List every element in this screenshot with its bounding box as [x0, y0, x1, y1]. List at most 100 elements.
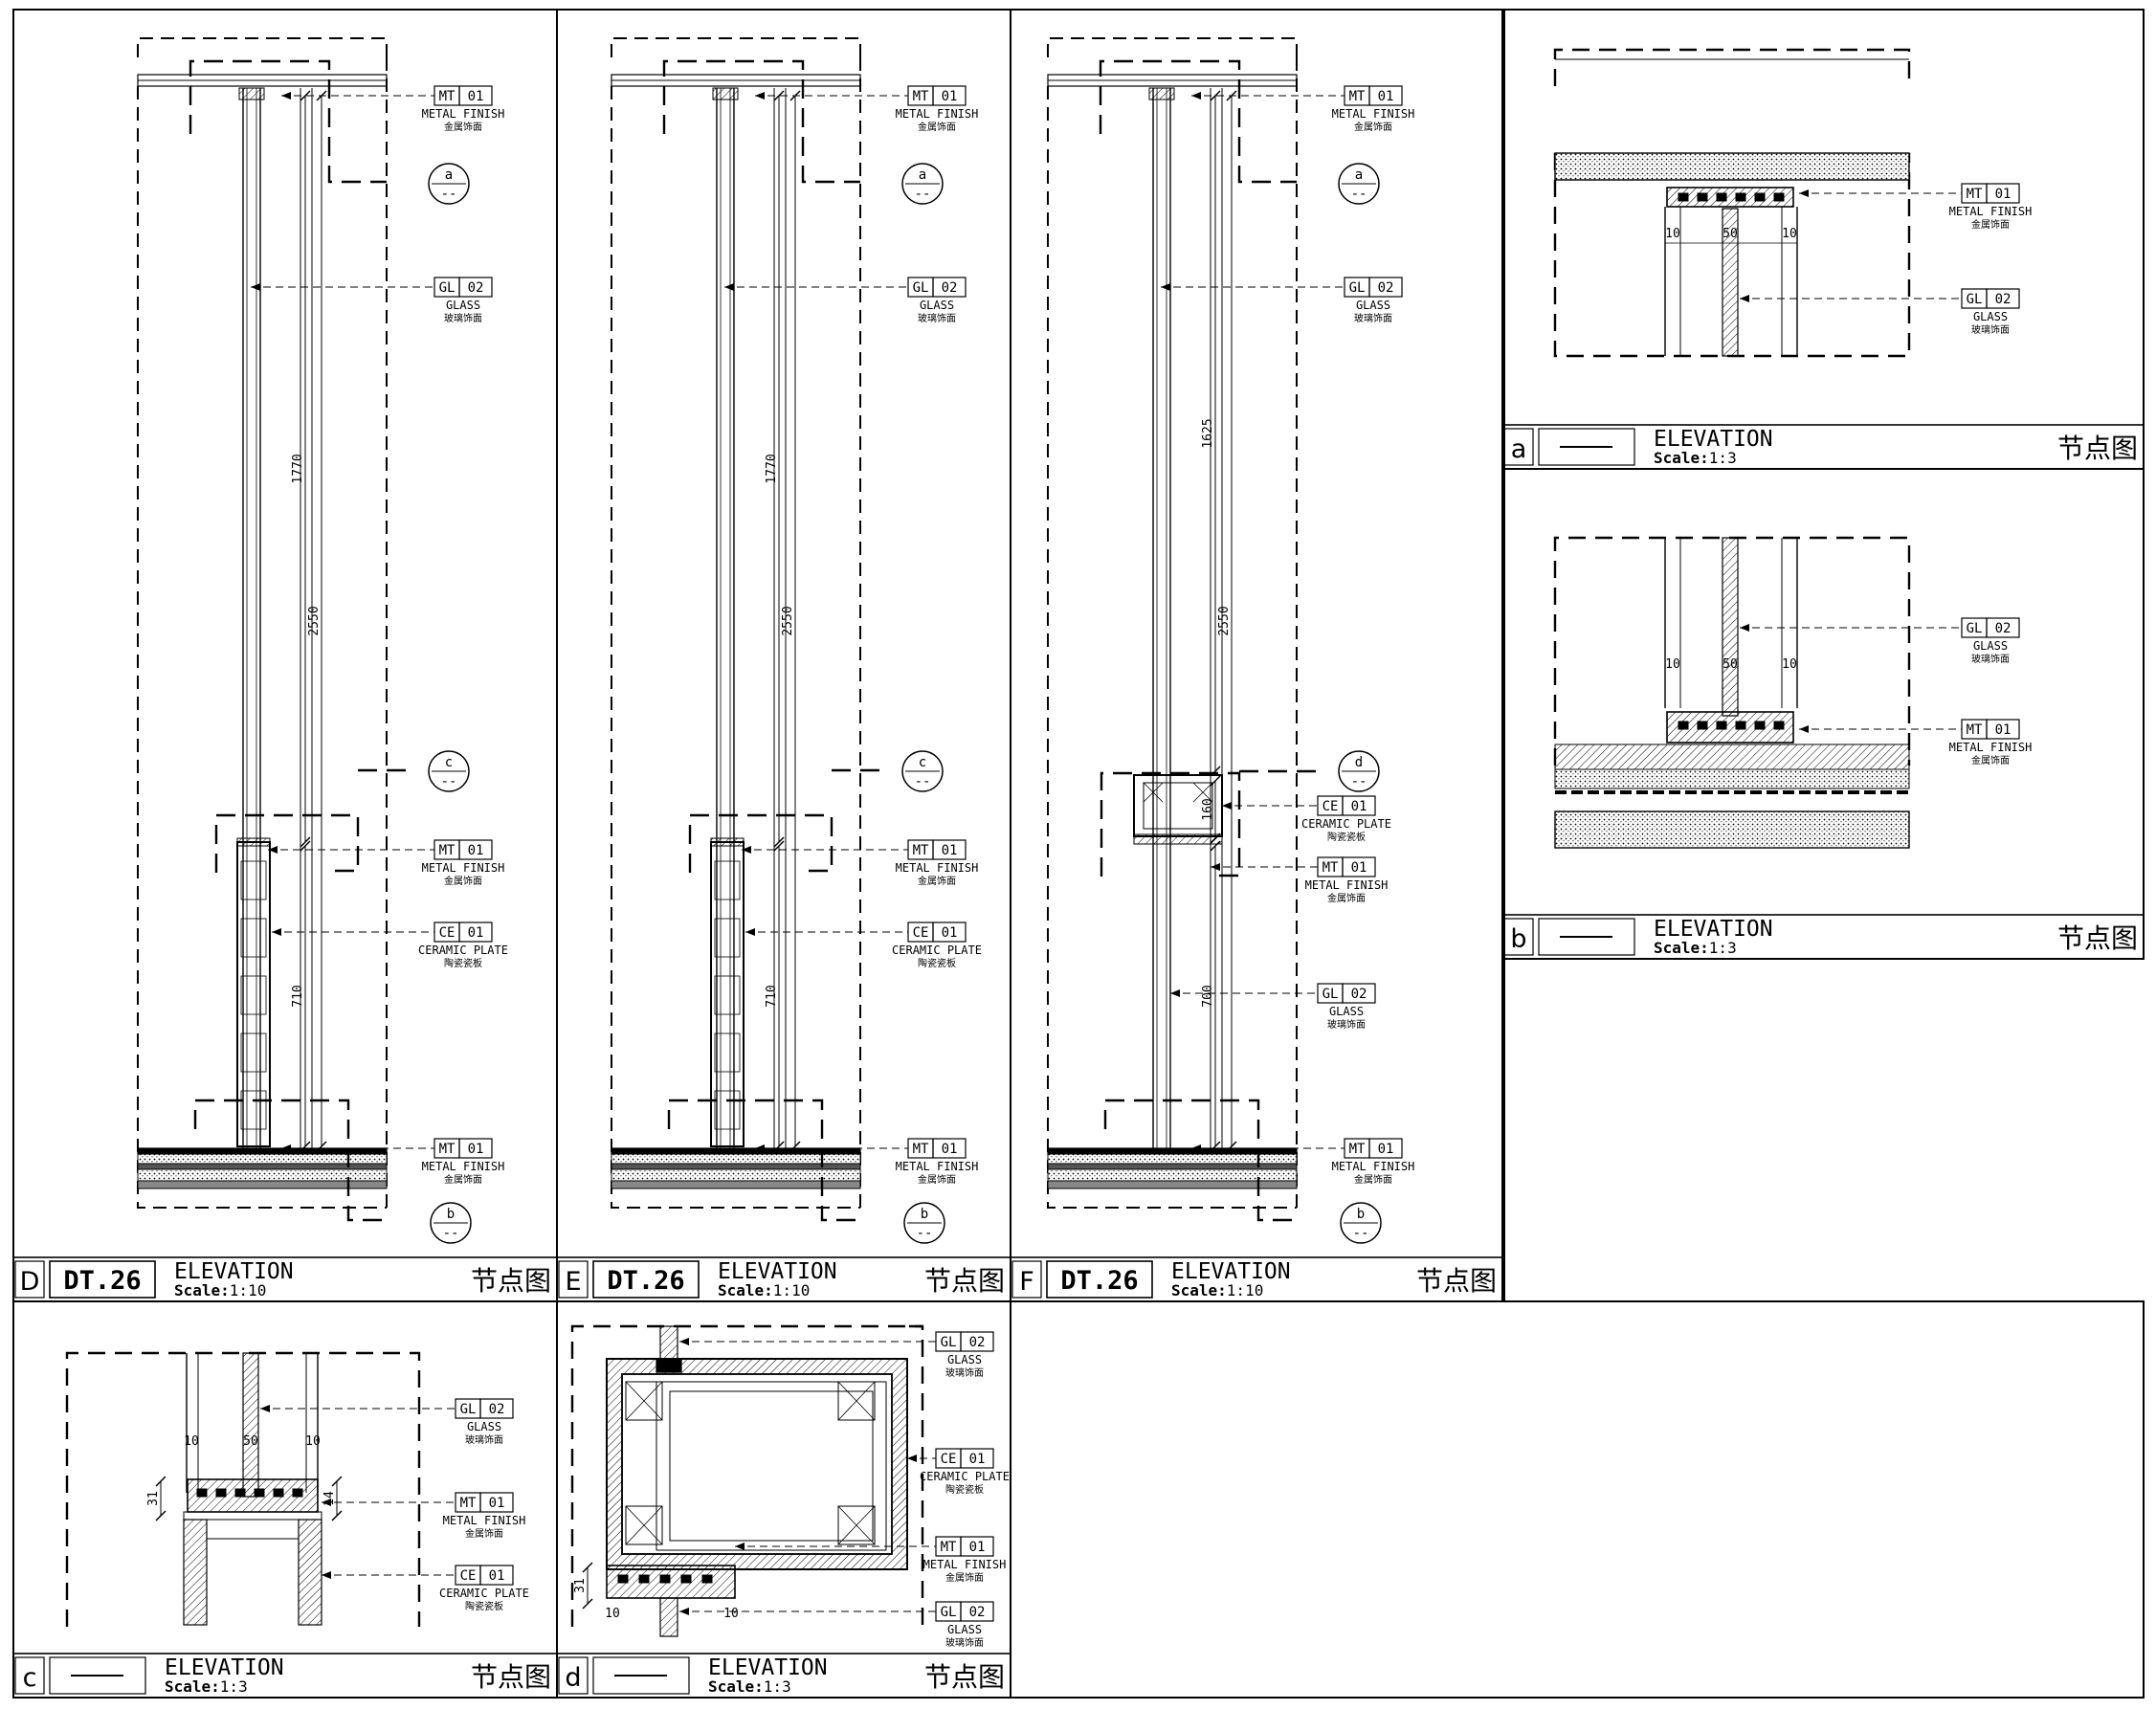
ceramic-cell: [714, 1033, 741, 1073]
title-block-id: F: [1019, 1267, 1034, 1297]
dim-side: 10: [305, 1434, 321, 1449]
bubble-letter: a: [919, 167, 926, 183]
tag-code: CE: [941, 1452, 957, 1467]
corner-cross: [625, 1505, 663, 1545]
title-block-dt: DT.26: [63, 1266, 141, 1296]
title-block-id-box: [14, 1260, 45, 1299]
dim-core: 50: [1723, 657, 1738, 672]
glass-top-clip: [656, 1358, 682, 1373]
ceramic-box-inner-line: [621, 1373, 893, 1555]
leader-arrow: [322, 1499, 331, 1506]
tag-number: 01: [468, 89, 484, 104]
tag-code: MT: [439, 843, 456, 858]
scale-label: Scale:: [1654, 939, 1709, 957]
tag-code: GL: [1967, 621, 1983, 636]
dimension-tick: [1210, 766, 1221, 777]
title-block-scale: Scale:1:3: [708, 1677, 791, 1696]
dimension-tick: [300, 840, 311, 852]
channel-bolt: [1678, 721, 1689, 730]
leader-arrow: [272, 928, 281, 936]
channel-bolt: [680, 1574, 692, 1584]
title-block-id: E: [565, 1267, 581, 1297]
dimension-text: 710: [291, 985, 305, 1007]
tag-name: METAL FINISH: [1949, 205, 2033, 218]
dim-side: 10: [605, 1607, 620, 1621]
title-block-id: d: [565, 1663, 581, 1693]
bubble-sheet: --: [917, 1226, 933, 1241]
panel-E-frame: [556, 9, 1011, 1302]
section-bubble-a: a--: [1338, 163, 1380, 205]
title-block-dt-box: [592, 1260, 700, 1299]
title-block-border: [1010, 1256, 1503, 1302]
tag-number-box: [458, 1138, 493, 1159]
corner-block: [625, 1505, 663, 1545]
bubble-sheet: --: [1351, 774, 1367, 789]
ceramic-panel-inner: [669, 1390, 874, 1542]
title-block-scale: Scale:1:10: [1171, 1281, 1263, 1299]
title-block-cn-label: 节点图: [471, 1265, 551, 1297]
title-block-title: ELEVATION: [1171, 1259, 1291, 1284]
detail-cut-b: [1103, 1099, 1299, 1222]
panel-F-frame: [1010, 9, 1503, 1302]
leader-arrow: [735, 1543, 745, 1550]
tag-number-box: [479, 1398, 514, 1419]
tag-code: MT: [439, 1142, 456, 1157]
dimension-tick: [1210, 775, 1221, 787]
title-block-title: ELEVATION: [708, 1655, 828, 1680]
ceramic-cell: [240, 918, 267, 958]
elevation-boundary: [137, 86, 387, 1209]
leader-arrow: [1161, 283, 1170, 291]
tag-number-box: [458, 922, 493, 943]
tag-name: METAL FINISH: [1332, 107, 1415, 121]
leader-arrow: [260, 1405, 270, 1412]
leader-arrow: [724, 283, 734, 291]
title-block-blank-box: [592, 1656, 690, 1695]
title-block-scale: Scale:1:3: [1654, 449, 1737, 467]
bubble-sheet: --: [1353, 1226, 1369, 1241]
dimension-text: 31: [573, 1578, 588, 1593]
dimension-tick: [773, 90, 785, 101]
tag-name: CERAMIC PLATE: [920, 1470, 1010, 1483]
top-cap: [712, 87, 739, 100]
ceramic-cross: [1143, 782, 1164, 803]
title-block-border: [1501, 914, 2145, 960]
tag-number-box: [1368, 85, 1403, 106]
scale-label: Scale:: [174, 1281, 230, 1299]
tag-name: CERAMIC PLATE: [418, 944, 508, 957]
leader-arrow: [281, 1144, 291, 1152]
dimension-tick: [1210, 90, 1221, 101]
bubble-letter: d: [1355, 755, 1363, 770]
channel-bolt: [196, 1488, 208, 1498]
top-cap: [1148, 87, 1175, 100]
bubble-letter: a: [445, 167, 453, 183]
tag-name: METAL FINISH: [443, 1514, 526, 1527]
dim-core: 50: [1723, 227, 1738, 241]
tag-code: MT: [1349, 1142, 1366, 1157]
dimension: 1770: [291, 90, 311, 848]
dimension-tick: [773, 840, 785, 852]
tag-code: GL: [1349, 280, 1366, 296]
detail-cut-c: [214, 813, 360, 873]
leader-arrow: [755, 1144, 765, 1152]
dimension: 2550: [781, 90, 801, 1152]
tag-cn-name: 金属饰面: [444, 875, 482, 887]
tag-cn-name: 金属饰面: [1354, 1173, 1392, 1186]
slab-bottom: [1047, 1180, 1298, 1189]
title-block-id-box: [14, 1656, 45, 1695]
tag-cn-name: 陶瓷瓷板: [918, 957, 956, 969]
glass-core: [242, 1352, 259, 1498]
tag-code: MT: [913, 843, 929, 858]
tag-name: METAL FINISH: [896, 107, 979, 121]
leader-arrow: [1191, 92, 1201, 100]
tag-cn-name: 陶瓷瓷板: [444, 957, 482, 969]
ceramic-side: [298, 1519, 322, 1626]
section-bubble-d: d --: [1338, 750, 1380, 792]
title-block-dt: DT.26: [607, 1266, 684, 1296]
tag-number: 01: [942, 1142, 958, 1157]
ceramic-cell: [240, 860, 267, 900]
